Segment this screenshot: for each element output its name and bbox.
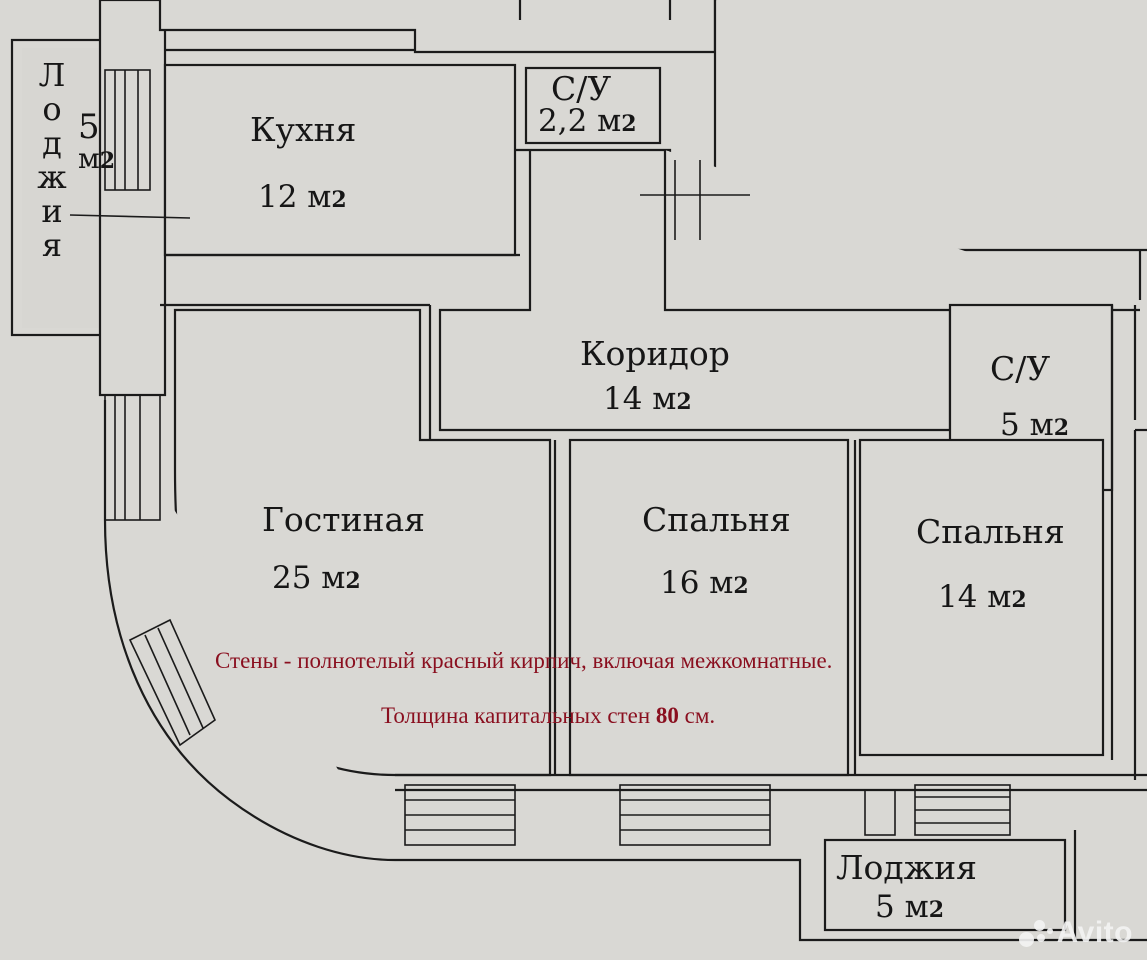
bath-large-area-value: 5 м [1000, 407, 1054, 443]
loggia-left-letter: д [42, 124, 62, 162]
bedroom-2-area-exp: 2 [1011, 587, 1027, 613]
loggia-left-label: Л о д ж и я [37, 58, 67, 262]
bath-large-area-exp: 2 [1053, 415, 1070, 441]
loggia-left-letter: ж [37, 158, 67, 196]
bedroom-1-area-exp: 2 [733, 573, 749, 599]
right-walls [1110, 250, 1147, 780]
wall-thickness-value: 80 [655, 703, 679, 728]
bath-small-label: С/У [551, 69, 612, 108]
loggia-left-walls [10, 0, 167, 397]
avito-watermark-text: Avito [1056, 916, 1133, 949]
loggia-bottom-area: 5 м2 [875, 892, 944, 923]
bedroom-2-label: Спальня [916, 512, 1065, 551]
loggia-left-unit-exp: 2 [99, 148, 116, 174]
kitchen-label: Кухня [250, 110, 357, 149]
windows [69, 69, 1011, 846]
corridor-walls [160, 148, 1140, 440]
bedroom-1-area: 16 м2 [660, 568, 749, 599]
bath-small-area-exp: 2 [621, 111, 637, 137]
corridor-area: 14 м2 [603, 384, 692, 415]
kitchen-area: 12 м2 [258, 182, 347, 213]
living-room-area-value: 25 м [272, 560, 346, 596]
wall-thickness-prefix: Толщина капитальных стен [381, 703, 656, 728]
living-room-area-exp: 2 [345, 568, 361, 594]
bath-large-area: 5 м2 [1000, 410, 1069, 441]
loggia-left-letter: Л [38, 56, 66, 94]
loggia-left-letter: о [42, 90, 62, 128]
wall-thickness-suffix: см. [678, 703, 716, 728]
living-room-label: Гостиная [262, 500, 425, 539]
living-room-walls [103, 308, 552, 862]
loggia-left-letter: и [41, 192, 63, 230]
bath-small-area-value: 2,2 м [538, 103, 622, 139]
bedroom-2-area: 14 м2 [938, 582, 1027, 613]
bottom-walls [395, 773, 1147, 942]
bath-small-area: 2,2 м2 [538, 106, 637, 137]
loggia-left-unit: м [78, 142, 100, 175]
bath-large-label: С/У [990, 349, 1051, 388]
kitchen-area-value: 12 м [258, 179, 332, 215]
avito-logo-icon [1018, 918, 1053, 948]
bedroom-walls [553, 438, 1105, 777]
loggia-bottom-label: Лоджия [836, 848, 977, 887]
loggia-bottom-area-exp: 2 [928, 897, 945, 923]
kitchen-walls [163, 63, 517, 257]
avito-watermark: Avito [1018, 916, 1133, 950]
wall-material-note: Стены - полнотелый красный кирпич, включ… [215, 648, 833, 673]
corridor-area-value: 14 м [603, 381, 677, 417]
loggia-bottom-area-value: 5 м [875, 889, 929, 925]
wall-thickness-note: Толщина капитальных стен 80 см. [381, 704, 715, 727]
living-room-area: 25 м2 [272, 563, 361, 594]
loggia-left-letter: я [41, 226, 63, 264]
corridor-label: Коридор [580, 334, 730, 373]
loggia-left-area-number: 5 [78, 107, 100, 147]
bedroom-1-label: Спальня [642, 500, 791, 539]
loggia-left-area-unit: м2 [78, 145, 115, 173]
corridor-area-exp: 2 [676, 389, 692, 415]
bath-small-walls [524, 66, 662, 145]
bedroom-1-area-value: 16 м [660, 565, 734, 601]
bedroom-2-area-value: 14 м [938, 579, 1012, 615]
kitchen-area-exp: 2 [331, 187, 347, 213]
